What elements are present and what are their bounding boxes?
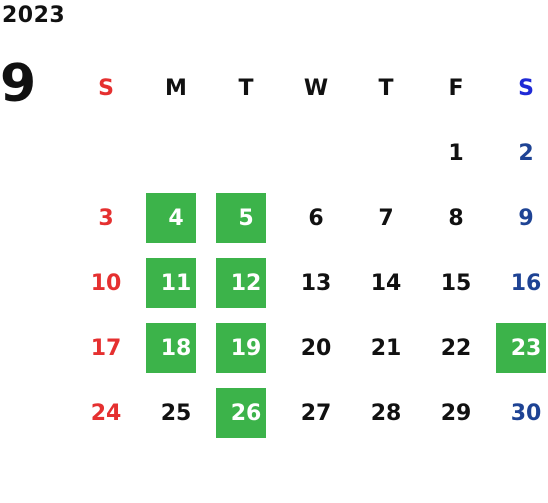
- day-cell: 25: [141, 381, 211, 446]
- weekday-header: F: [448, 76, 464, 101]
- day-number: 23: [510, 336, 542, 361]
- day-number: 7: [378, 206, 394, 231]
- month-number: 9: [0, 54, 37, 114]
- day-cell: 8: [421, 186, 491, 251]
- day-cell: 6: [281, 186, 351, 251]
- day-cell: 7: [351, 186, 421, 251]
- day-cell: 9: [491, 186, 548, 251]
- day-cell-highlighted: 26: [211, 381, 281, 446]
- day-cell: 14: [351, 251, 421, 316]
- day-number: 11: [160, 271, 192, 296]
- weekday-header: S: [518, 76, 534, 101]
- day-number: 25: [160, 401, 192, 426]
- day-number: 8: [448, 206, 464, 231]
- day-cell: 15: [421, 251, 491, 316]
- day-number: 17: [90, 336, 122, 361]
- day-cell: 21: [351, 316, 421, 381]
- day-number: 14: [370, 271, 402, 296]
- day-cell-highlighted: 19: [211, 316, 281, 381]
- year-label: 2023: [2, 3, 66, 28]
- day-number: 24: [90, 401, 122, 426]
- day-cell: 29: [421, 381, 491, 446]
- day-number: 22: [440, 336, 472, 361]
- day-number: 16: [510, 271, 542, 296]
- day-cell: 27: [281, 381, 351, 446]
- day-number: 19: [230, 336, 262, 361]
- day-cell: 13: [281, 251, 351, 316]
- weekday-header: T: [378, 76, 394, 101]
- empty-day-cell: [141, 121, 211, 186]
- day-number: 26: [230, 401, 262, 426]
- empty-day-cell: [351, 121, 421, 186]
- day-number: 10: [90, 271, 122, 296]
- day-cell: 10: [71, 251, 141, 316]
- day-cell-highlighted: 12: [211, 251, 281, 316]
- weekday-header: S: [98, 76, 114, 101]
- day-number: 1: [448, 141, 464, 166]
- day-number: 20: [300, 336, 332, 361]
- weekday-header: T: [238, 76, 254, 101]
- day-number: 12: [230, 271, 262, 296]
- day-cell-highlighted: 11: [141, 251, 211, 316]
- day-number: 28: [370, 401, 402, 426]
- day-number: 3: [98, 206, 114, 231]
- day-number: 29: [440, 401, 472, 426]
- day-cell: 24: [71, 381, 141, 446]
- day-cell: 1: [421, 121, 491, 186]
- day-number: 27: [300, 401, 332, 426]
- day-number: 30: [510, 401, 542, 426]
- day-cell: 3: [71, 186, 141, 251]
- day-number: 21: [370, 336, 402, 361]
- day-cell: 20: [281, 316, 351, 381]
- empty-day-cell: [281, 121, 351, 186]
- day-number: 4: [168, 206, 184, 231]
- day-cell-highlighted: 4: [141, 186, 211, 251]
- day-cell-highlighted: 5: [211, 186, 281, 251]
- day-cell: 28: [351, 381, 421, 446]
- weekday-header: M: [165, 76, 187, 101]
- day-cell: 17: [71, 316, 141, 381]
- day-number: 15: [440, 271, 472, 296]
- day-cell-highlighted: 23: [491, 316, 548, 381]
- weekday-header: W: [303, 76, 329, 101]
- empty-day-cell: [71, 121, 141, 186]
- day-number: 9: [518, 206, 534, 231]
- day-number: 5: [238, 206, 254, 231]
- day-cell: 22: [421, 316, 491, 381]
- day-cell: 2: [491, 121, 548, 186]
- day-cell: 30: [491, 381, 548, 446]
- day-number: 6: [308, 206, 324, 231]
- day-number: 2: [518, 141, 534, 166]
- day-cell: 16: [491, 251, 548, 316]
- empty-day-cell: [211, 121, 281, 186]
- day-cell-highlighted: 18: [141, 316, 211, 381]
- day-number: 13: [300, 271, 332, 296]
- day-number: 18: [160, 336, 192, 361]
